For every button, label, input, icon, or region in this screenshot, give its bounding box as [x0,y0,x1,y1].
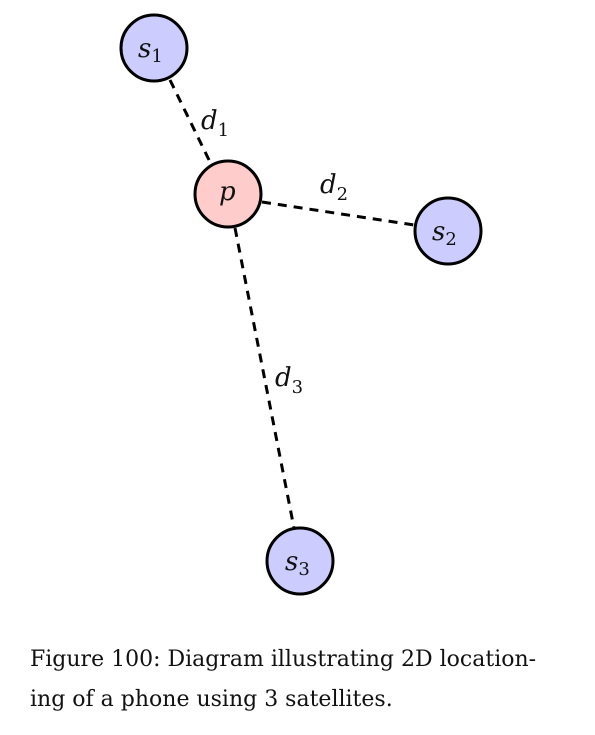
satellite-s2-node [413,196,483,266]
satellite-s1-label: s1 [138,34,163,67]
figure-caption: Figure 100: Diagram illustrating 2D loca… [30,640,570,720]
trilateration-diagram: s1 s2 s3 p d1 d2 d3 [119,13,483,596]
satellite-s3-node [265,526,335,596]
link-p-s3 [233,227,296,529]
distance-d3-label: d3 [275,363,303,398]
link-p-s2 [261,200,415,227]
figure-caption-line-2: ing of a phone using 3 satellites. [30,687,393,712]
satellite-s1-node [119,13,189,83]
satellite-s2-label: s2 [432,217,457,250]
phone-p-node [193,159,263,229]
distance-d1-label: d1 [201,106,229,141]
phone-p-label: p [219,177,236,207]
distance-d2-label: d2 [320,170,348,205]
satellite-s3-label: s3 [285,547,310,580]
figure-caption-line-1: Figure 100: Diagram illustrating 2D loca… [30,647,537,672]
